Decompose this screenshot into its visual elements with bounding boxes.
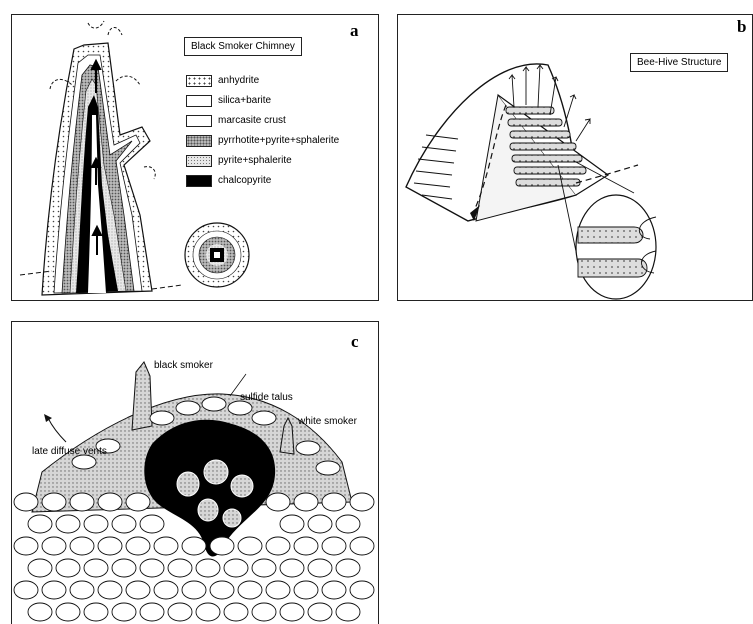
pillow	[308, 603, 332, 621]
pillow	[238, 581, 262, 599]
legend-label: anhydrite	[218, 75, 259, 86]
panel-b-letter: b	[737, 17, 746, 37]
pillow	[294, 493, 318, 511]
legend-label: marcasite crust	[218, 115, 286, 126]
legend-label: pyrrhotite+pyrite+sphalerite	[218, 135, 339, 146]
pillow	[112, 559, 136, 577]
pillow	[112, 515, 136, 533]
pillow	[126, 581, 150, 599]
pillow	[280, 603, 304, 621]
legend-swatch	[186, 155, 212, 167]
panel-b-title: Bee-Hive Structure	[630, 53, 728, 72]
pillow	[84, 515, 108, 533]
pillow	[28, 559, 52, 577]
pillow	[42, 581, 66, 599]
pillow	[322, 537, 346, 555]
panel-c-letter: c	[351, 332, 359, 352]
pillow	[322, 581, 346, 599]
pillow	[28, 515, 52, 533]
panel-a-letter: a	[350, 21, 359, 41]
pillow	[168, 559, 192, 577]
pillow	[224, 603, 248, 621]
label-black-smoker: black smoker	[154, 360, 213, 371]
pillow	[182, 537, 206, 555]
legend-swatch	[186, 115, 212, 127]
legend-label: pyrite+sphalerite	[218, 155, 292, 166]
pillow	[210, 537, 234, 555]
pillow	[14, 581, 38, 599]
legend-swatch	[186, 75, 212, 87]
pillow	[42, 493, 66, 511]
pillow	[112, 603, 136, 621]
label-sulfide-talus: sulfide talus	[240, 392, 293, 403]
pillow	[266, 581, 290, 599]
label-late-diffuse-vents: late diffuse vents	[32, 446, 107, 457]
magnified-inset	[576, 195, 656, 299]
pillow	[238, 537, 262, 555]
pillow	[70, 493, 94, 511]
pillow	[350, 581, 374, 599]
pillow	[336, 603, 360, 621]
pillow	[350, 493, 374, 511]
pillow	[308, 515, 332, 533]
legend-label: silica+barite	[218, 95, 271, 106]
pillow	[140, 515, 164, 533]
pillow	[196, 559, 220, 577]
pillow	[168, 603, 192, 621]
pillow	[126, 493, 150, 511]
pillow	[42, 537, 66, 555]
pillow	[154, 581, 178, 599]
pillow	[280, 515, 304, 533]
pillow	[308, 559, 332, 577]
label-white-smoker: white smoker	[298, 416, 357, 427]
pillow	[196, 603, 220, 621]
pillow	[70, 537, 94, 555]
panel-a-black-smoker-chimney: a Black Smoker Chimney anhydrite silica+…	[11, 14, 379, 301]
pillow	[98, 493, 122, 511]
chimney-cross-section	[185, 223, 249, 287]
pillow	[336, 559, 360, 577]
legend-swatch	[186, 175, 212, 187]
pillow	[84, 559, 108, 577]
pillow	[28, 603, 52, 621]
pillow	[336, 515, 360, 533]
pillow	[224, 559, 248, 577]
legend-swatch	[186, 95, 212, 107]
panel-b-bee-hive-structure: b Bee-Hive Structure	[397, 14, 753, 301]
pillow	[56, 603, 80, 621]
pillow	[322, 493, 346, 511]
pillow	[98, 581, 122, 599]
legend-swatch	[186, 135, 212, 147]
pillow	[294, 581, 318, 599]
pillow	[280, 559, 304, 577]
pillow	[252, 603, 276, 621]
pillow	[14, 537, 38, 555]
pillow	[140, 559, 164, 577]
pillow	[84, 603, 108, 621]
pillow	[56, 559, 80, 577]
pillow	[140, 603, 164, 621]
legend-label: chalcopyrite	[218, 175, 271, 186]
pillow	[70, 581, 94, 599]
panel-a-title: Black Smoker Chimney	[184, 37, 302, 56]
pillow	[210, 581, 234, 599]
massive-sulfide-core	[144, 420, 275, 557]
pillow	[182, 581, 206, 599]
pillow	[350, 537, 374, 555]
pillow	[154, 537, 178, 555]
black-smoker-chimney	[132, 362, 152, 430]
pillow	[126, 537, 150, 555]
pillow	[266, 537, 290, 555]
pillow	[98, 537, 122, 555]
pillow	[56, 515, 80, 533]
panel-c-sulfide-mound: c black smoker sulfide talus white smoke…	[11, 321, 379, 624]
pillow	[252, 559, 276, 577]
pillow	[14, 493, 38, 511]
pillow	[294, 537, 318, 555]
pillow	[266, 493, 290, 511]
